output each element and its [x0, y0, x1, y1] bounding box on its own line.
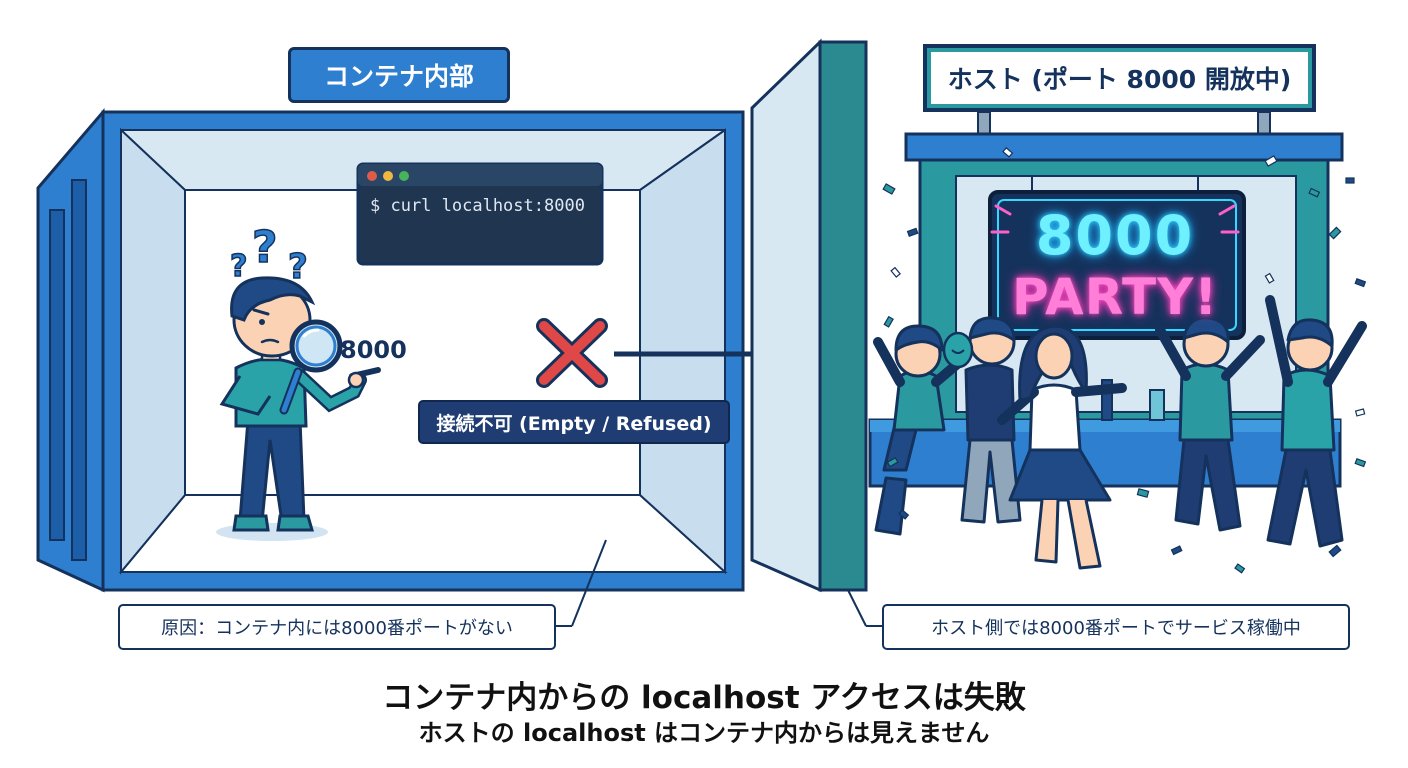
question-marks-icon: ? ? ?	[229, 221, 308, 288]
neon-sign-line2: PARTY!	[1011, 268, 1219, 326]
container-title: コンテナ内部	[288, 47, 510, 103]
terminal-dot-yellow	[383, 171, 393, 181]
diagram-caption: コンテナ内からの localhost アクセスは失敗	[382, 680, 1026, 716]
party-crowd	[873, 295, 1367, 570]
svg-text:?: ?	[288, 247, 308, 287]
searched-port-label: 8000	[340, 336, 407, 364]
host-title: ホスト (ポート 8000 開放中)	[923, 44, 1316, 112]
confetti	[882, 147, 1367, 574]
terminal-dot-green	[399, 171, 409, 181]
neon-sign-line1: 8000	[1035, 204, 1195, 267]
balloon-icon	[942, 331, 974, 369]
svg-text:?: ?	[230, 249, 247, 284]
connection-result-badge: 接続不可 (Empty / Refused)	[418, 400, 730, 444]
cross-icon	[536, 318, 608, 388]
host-note: ホスト側では8000番ポートでサービス稼働中	[882, 604, 1350, 650]
cause-note: 原因：コンテナ内には8000番ポートがない	[118, 604, 556, 650]
terminal-command: $ curl localhost:8000	[370, 196, 585, 216]
magnifier-icon	[279, 319, 343, 415]
svg-text:?: ?	[252, 222, 278, 273]
neon-sign	[988, 190, 1246, 340]
cause-leader-line	[571, 539, 607, 627]
terminal-dot-red	[367, 171, 377, 181]
network-barrier-wall	[750, 38, 882, 627]
diagram-subcaption: ホストの localhost はコンテナ内からは見えません	[418, 719, 990, 747]
terminal-window	[356, 162, 604, 266]
